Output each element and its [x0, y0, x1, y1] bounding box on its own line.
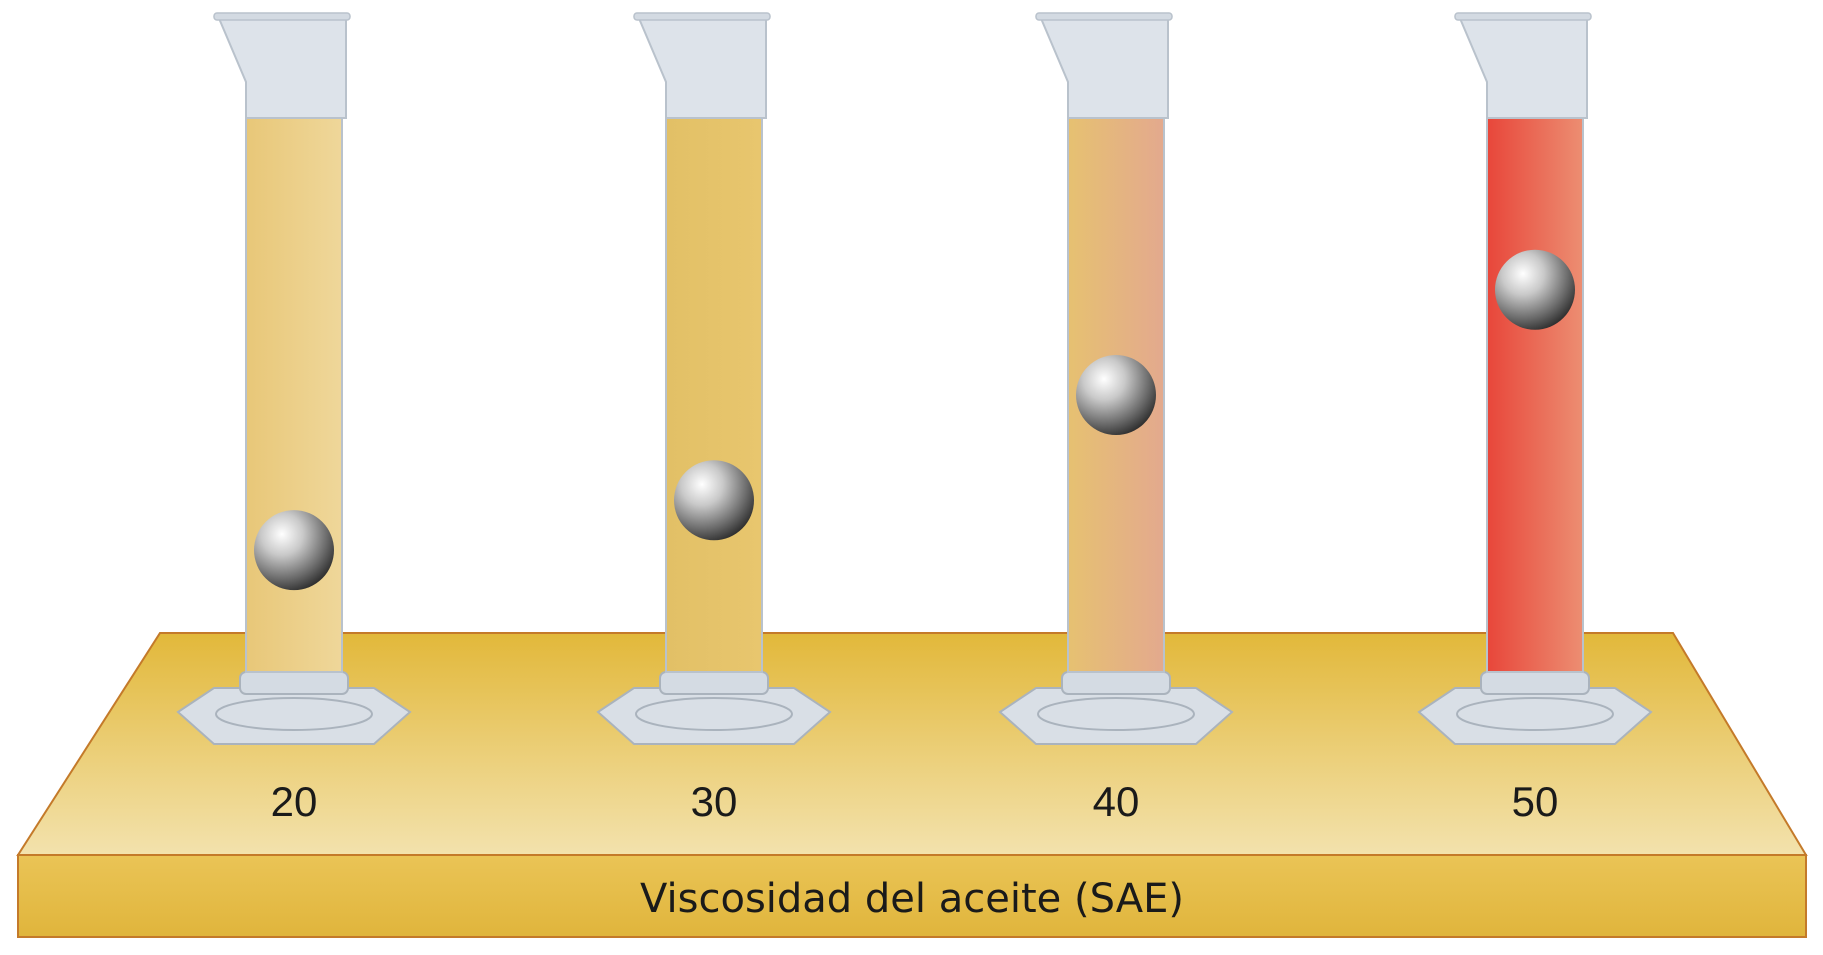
cylinder-foot	[1417, 687, 1653, 745]
cylinder-foot	[998, 687, 1234, 745]
cylinders: 20 30 40 50	[176, 12, 1653, 825]
cylinder-rim	[1454, 12, 1592, 21]
cylinder-spout	[1038, 15, 1169, 119]
viscosity-label-40: 40	[1093, 778, 1140, 825]
cylinder-foot	[176, 687, 412, 745]
board: Viscosidad del aceite (SAE)	[16, 632, 1808, 938]
viscosity-label-50: 50	[1512, 778, 1559, 825]
cylinder-liquid	[665, 117, 763, 673]
steel-ball	[1076, 355, 1156, 435]
steel-ball	[1495, 249, 1575, 330]
cylinder-foot	[596, 687, 832, 745]
cylinder-rim	[633, 12, 771, 21]
board-caption: Viscosidad del aceite (SAE)	[640, 876, 1184, 922]
board-front	[17, 854, 1807, 938]
foot-ring	[215, 697, 373, 731]
cylinder-30: 30	[596, 12, 832, 825]
steel-ball	[674, 460, 754, 541]
foot-collar	[659, 671, 769, 695]
cylinder-spout	[216, 15, 347, 119]
viscosity-label-30: 30	[691, 778, 738, 825]
cylinder-liquid	[1486, 117, 1584, 673]
cylinder-20: 20	[176, 12, 412, 825]
cylinder-rim	[213, 12, 351, 21]
cylinder-spout	[636, 15, 767, 119]
cylinder-spout	[1457, 15, 1588, 119]
foot-ring	[1037, 697, 1195, 731]
foot-ring	[1456, 697, 1614, 731]
foot-collar	[1061, 671, 1171, 695]
viscosity-label-20: 20	[271, 778, 318, 825]
foot-ring	[635, 697, 793, 731]
cylinder-rim	[1035, 12, 1173, 21]
cylinder-50: 50	[1417, 12, 1653, 825]
steel-ball	[254, 510, 334, 591]
cylinder-40: 40	[998, 12, 1234, 825]
foot-collar	[1480, 671, 1590, 695]
foot-collar	[239, 671, 349, 695]
